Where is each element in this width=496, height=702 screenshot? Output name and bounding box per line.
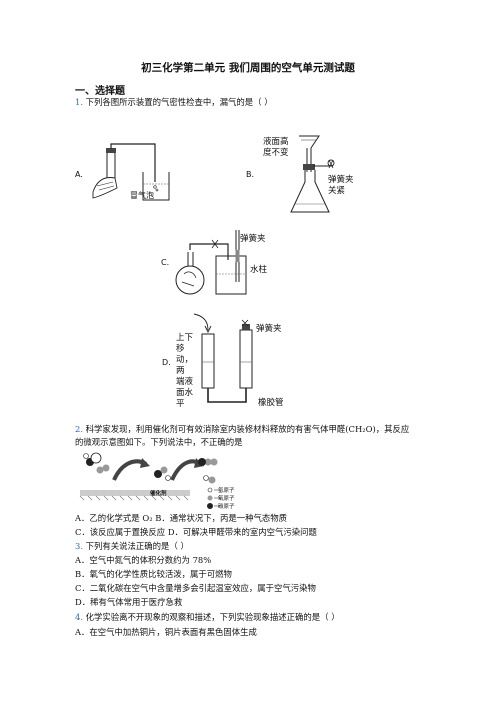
move-line: 两 — [176, 366, 185, 376]
question-3-option-a: A．空气中氮气的体积分数约为 78% — [75, 555, 212, 565]
option-d-label: D. — [162, 358, 171, 367]
question-text: 科学家发现，利用催化剂可有效消除室内装修材料释放的有害气体甲醛(CH₂O)，其反… — [85, 424, 410, 434]
figure-b-apparatus — [290, 135, 335, 213]
option-c-label: C. — [161, 258, 170, 267]
question-text: 下列各图所示装置的气密性检查中，漏气的是（ ） — [85, 97, 273, 107]
bubbles-label: 冒气泡 — [130, 191, 154, 200]
question-text: 化学实验离不开现象的观察和描述，下列实验现象描述正确的是（ ） — [85, 612, 340, 622]
move-line: 面水 — [176, 388, 194, 398]
note-line: 液面高 — [263, 137, 289, 147]
question-3-option-b: B．氧气的化学性质比较活泼，属于可燃物 — [75, 569, 232, 579]
question-number: 4. — [75, 612, 83, 622]
legend-hydrogen: 氢原子 — [218, 488, 235, 494]
figure-b-note: 液面高 度不变 — [263, 137, 293, 159]
question-2-stem-continued: 的微观示意图如下。下列说法中，不正确的是 — [75, 437, 243, 447]
figure-a-apparatus — [92, 143, 170, 201]
figure-c-clip-label: 弹簧夹 — [240, 234, 266, 244]
question-3-stem: 3. 下列有关说法正确的是（ ） — [75, 541, 189, 552]
question-number: 1. — [75, 97, 83, 107]
question-2-options-cd: C．该反应属于置换反应 D．可解决甲醛带来的室内空气污染问题 — [75, 527, 317, 537]
figure-c-water-label: 水柱 — [250, 265, 268, 275]
section-heading: 一、选择题 — [75, 86, 125, 97]
catalyst-label: 催化剂 — [150, 491, 167, 497]
question-text: 下列有关说法正确的是（ ） — [85, 541, 189, 551]
question-number: 2. — [75, 424, 83, 434]
page-title: 初三化学第二单元 我们周围的空气单元测试题 — [141, 62, 355, 74]
question-2-options-ab: A．乙的化学式是 O₂ B．通常状况下，丙是一种气态物质 — [75, 513, 287, 523]
move-line: 上下 — [176, 333, 194, 343]
move-line: 平 — [176, 399, 185, 409]
question-4-option-a: A．在空气中加热铜片，铜片表面有黑色固体生成 — [75, 627, 257, 637]
question-1-stem: 1. 下列各图所示装置的气密性检查中，漏气的是（ ） — [75, 97, 273, 108]
move-line: 端液 — [176, 377, 194, 387]
question-3-option-d: D．稀有气体常用于医疗急救 — [75, 597, 183, 607]
question-4-stem: 4. 化学实验离不开现象的观察和描述，下列实验现象描述正确的是（ ） — [75, 612, 340, 623]
figure-d-apparatus — [193, 313, 253, 403]
move-line: 移动， — [176, 344, 194, 365]
clip-line: 关紧 — [328, 186, 346, 196]
figure-d-clip-label: 弹簧夹 — [256, 324, 282, 334]
clip-line: 弹簧夹 — [328, 175, 354, 185]
question-2-stem: 2. 科学家发现，利用催化剂可有效消除室内装修材料释放的有害气体甲醛(CH₂O)… — [75, 424, 409, 435]
figure-c-apparatus — [175, 230, 247, 295]
legend-oxygen: 氧原子 — [218, 496, 235, 502]
option-a-label: A. — [75, 170, 83, 179]
legend-carbon: 碳原子 — [218, 504, 235, 510]
reaction-diagram — [79, 452, 220, 509]
figure-d-tube-label: 橡胶管 — [258, 398, 284, 408]
question-number: 3. — [75, 541, 83, 551]
question-3-option-c: C．二氧化碳在空气中含量增多会引起温室效应，属于空气污染物 — [75, 583, 316, 593]
figure-b-clip-label: 弹簧夹 关紧 — [328, 175, 354, 197]
option-b-label: B. — [246, 170, 255, 179]
note-line: 度不变 — [263, 148, 289, 158]
figure-d-move-label: 上下 移动， 两 端液 面水 平 — [176, 333, 200, 410]
